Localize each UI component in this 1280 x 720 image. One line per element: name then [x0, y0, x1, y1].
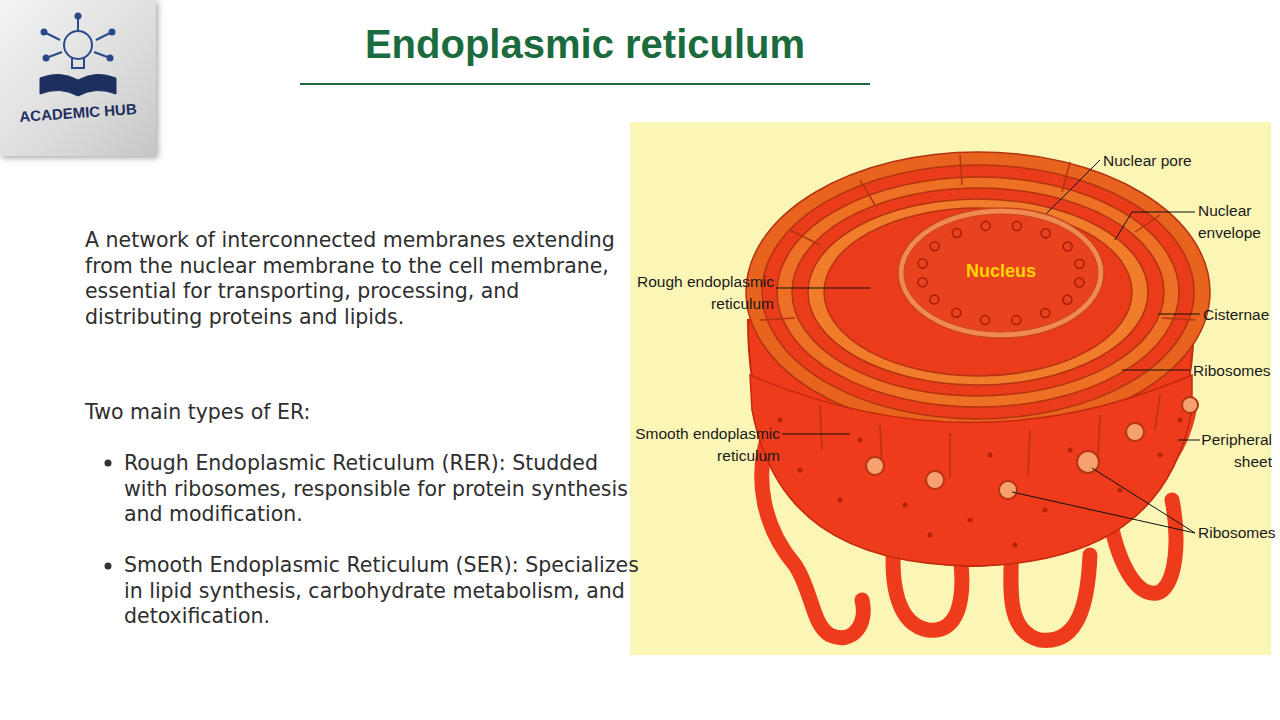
- nuclear-pore: [952, 308, 961, 317]
- part-label: Cisternae: [1203, 304, 1269, 326]
- bullet-text: Smooth Endoplasmic Reticulum (SER): Spec…: [124, 553, 639, 630]
- nuclear-pore: [1075, 278, 1084, 287]
- subheading: Two main types of ER:: [85, 400, 310, 426]
- nuclear-pore: [1012, 316, 1021, 325]
- bullet-dot: [105, 563, 112, 570]
- nuclear-pore: [952, 229, 961, 238]
- bullet-dot: [105, 460, 112, 467]
- logo-text: ACADEMIC HUB: [0, 99, 156, 127]
- nuclear-pore: [1075, 259, 1084, 268]
- slide-title: Endoplasmic reticulum: [285, 20, 885, 68]
- part-label: Rough endoplasmic reticulum: [628, 271, 774, 315]
- title-underline: [300, 83, 870, 85]
- tube-openings: [866, 397, 1198, 499]
- part-label: Ribosomes: [1198, 522, 1276, 544]
- nucleus-label: Nucleus: [895, 260, 1107, 282]
- part-label: Nuclear envelope: [1198, 200, 1278, 244]
- logo-book: [40, 74, 116, 96]
- nuclear-pore: [1041, 229, 1050, 238]
- bullet-text: Rough Endoplasmic Reticulum (RER): Studd…: [124, 451, 639, 528]
- nuclear-pore: [1063, 242, 1072, 251]
- part-label: Nuclear pore: [1103, 150, 1192, 172]
- nuclear-pore: [1063, 295, 1072, 304]
- leader-lines: [776, 160, 1200, 533]
- nucleus-shape: Nucleus: [895, 205, 1107, 341]
- nuclear-pore: [930, 295, 939, 304]
- nuclear-pore: [981, 316, 990, 325]
- nuclear-pore: [1041, 309, 1050, 318]
- nuclear-pore: [918, 259, 927, 268]
- er-cisternae: [746, 152, 1210, 432]
- illustration-panel: [630, 122, 1271, 655]
- part-label: Smooth endoplasmic reticulum: [628, 423, 780, 467]
- nuclear-pore: [1012, 222, 1021, 231]
- nuclear-pore: [918, 278, 927, 287]
- body-text: A network of interconnected membranes ex…: [85, 228, 630, 330]
- logo-card: ACADEMIC HUB: [0, 0, 156, 156]
- smooth-er-front: [750, 375, 1192, 566]
- nuclear-pore: [930, 242, 939, 251]
- logo-icon: [0, 0, 156, 156]
- ribosome-dots: [778, 418, 1183, 548]
- er-front-ribs: [820, 395, 1160, 478]
- part-label: Peripheral sheet: [1190, 429, 1272, 473]
- nuclear-pore: [981, 221, 990, 230]
- logo-bulb: [42, 14, 115, 69]
- part-label: Ribosomes: [1193, 360, 1271, 382]
